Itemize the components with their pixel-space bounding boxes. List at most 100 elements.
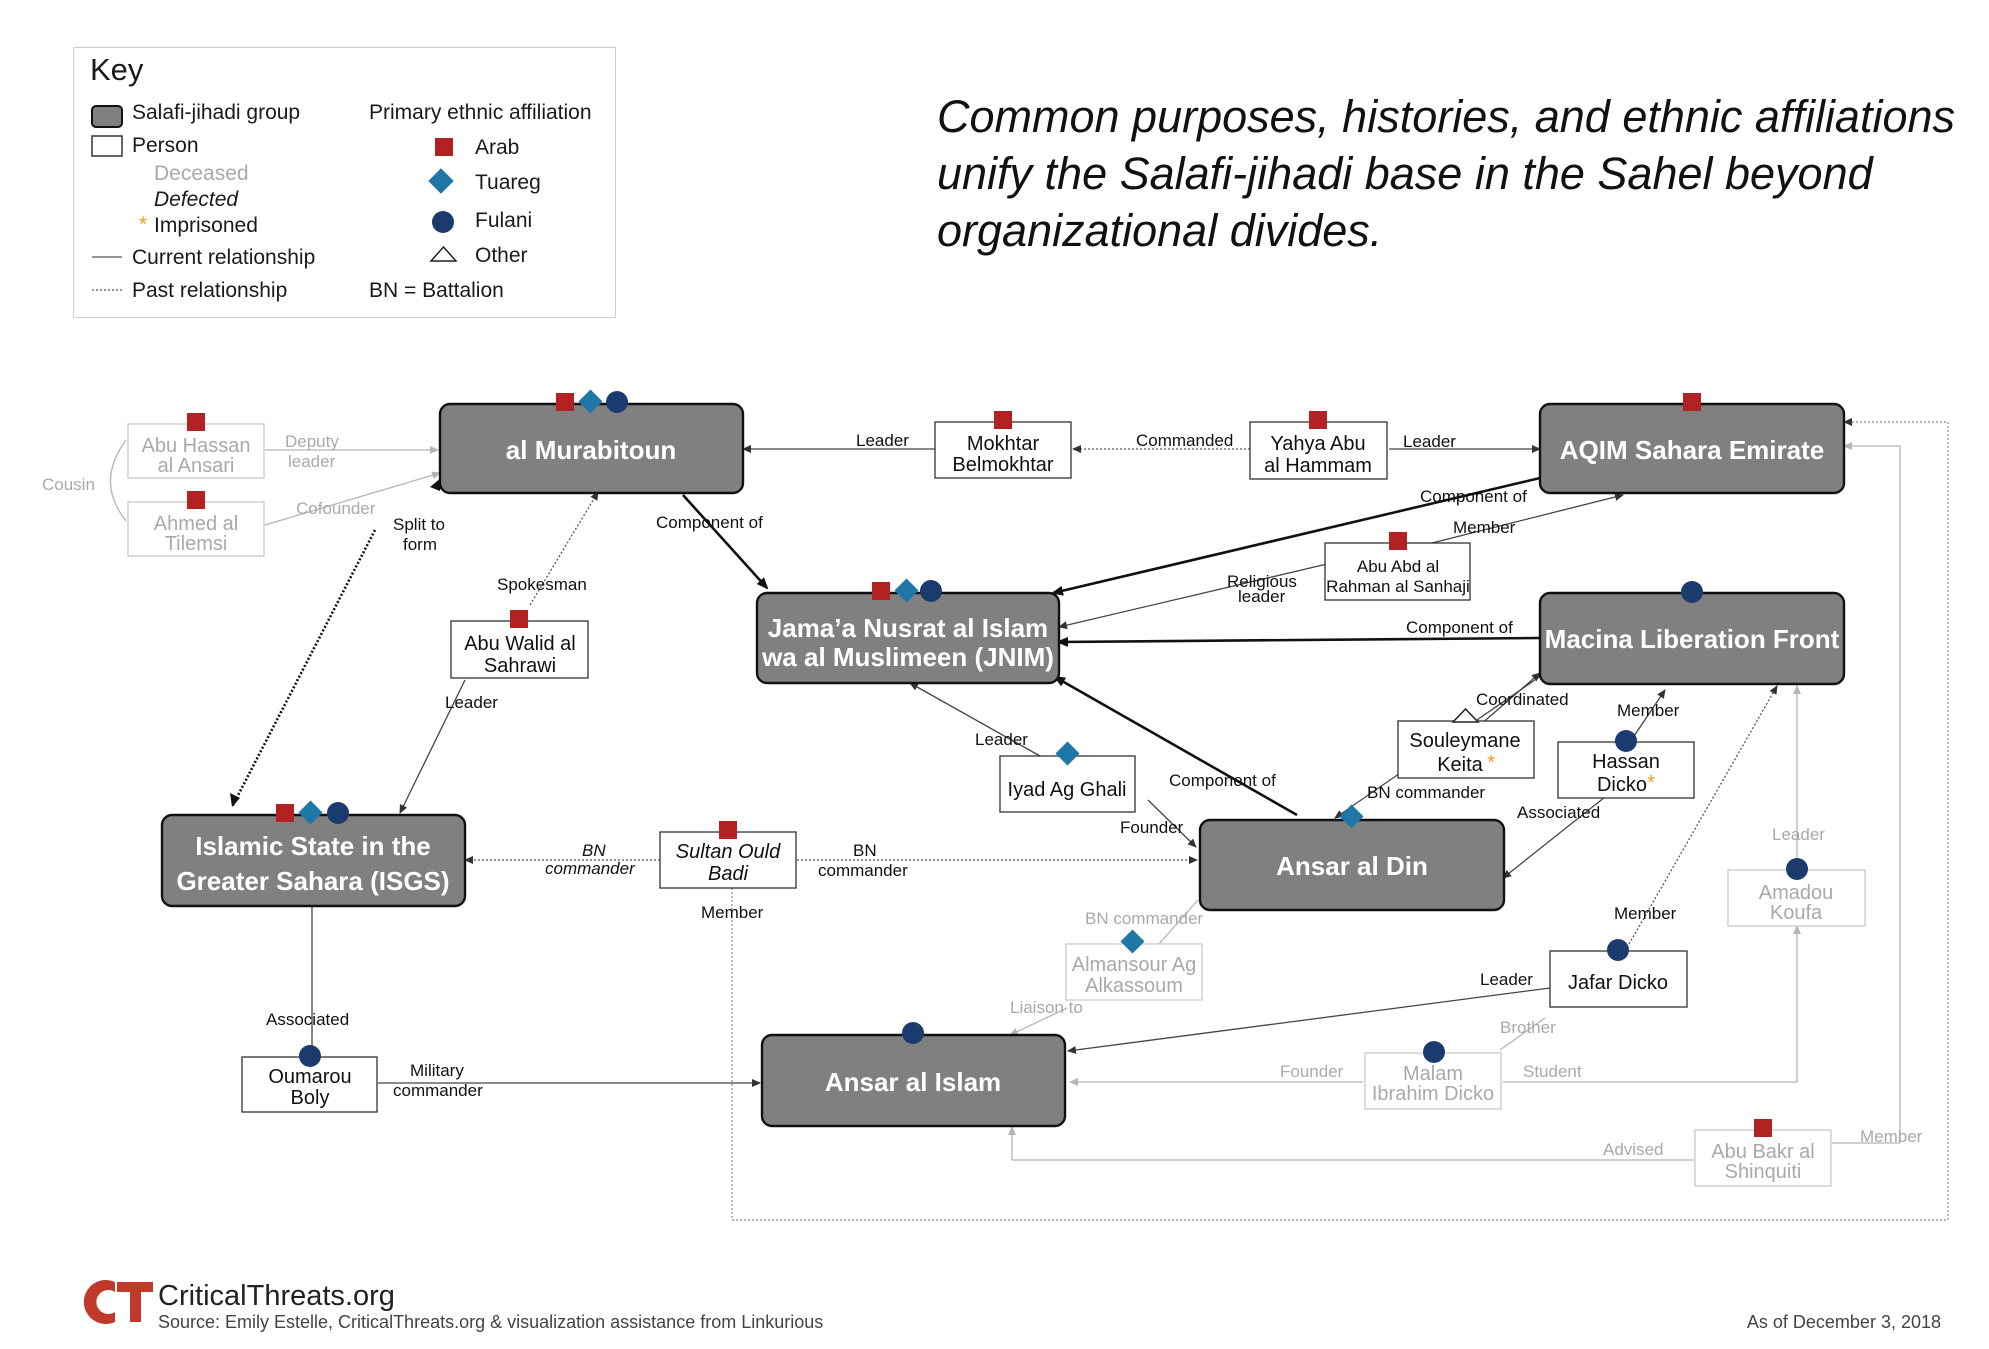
- legend-defected-label: Defected: [154, 188, 239, 211]
- legend-ethnic-heading: Primary ethnic affiliation: [369, 101, 592, 124]
- fulani-marker-oumarou: [299, 1045, 321, 1067]
- edge-walid-spokesman: [529, 491, 599, 606]
- node-isgs[interactable]: Islamic State in the Greater Sahara (ISG…: [160, 813, 467, 908]
- legend-tuareg-diamond: [428, 168, 454, 194]
- node-ansar-al-din-label: Ansar al Din: [1276, 851, 1428, 881]
- legend-imprisoned-label: Imprisoned: [154, 214, 258, 237]
- label-component-aqim: Component of: [1420, 487, 1527, 506]
- svg-text:Koufa: Koufa: [1770, 902, 1823, 924]
- svg-text:Tilemsi: Tilemsi: [165, 533, 228, 555]
- svg-text:Ibrahim Dicko: Ibrahim Dicko: [1372, 1083, 1494, 1105]
- label-bn-commander-keita: BN commander: [1367, 783, 1485, 802]
- node-ansar-al-islam[interactable]: Ansar al Islam: [760, 1033, 1067, 1128]
- node-al-murabitoun[interactable]: al Murabitoun: [438, 402, 745, 495]
- node-macina-label: Macina Liberation Front: [1545, 624, 1840, 654]
- svg-text:Sahrawi: Sahrawi: [484, 655, 556, 677]
- node-ansar-al-din[interactable]: Ansar al Din: [1198, 818, 1506, 912]
- person-abu-walid-al-sahrawi[interactable]: Abu Walid al Sahrawi: [450, 620, 589, 679]
- label-component-ansardin: Component of: [1169, 771, 1276, 790]
- edge-abubakr-member: [1832, 442, 1901, 1144]
- label-member-abd: Member: [1453, 518, 1516, 537]
- label-associated-oumarou: Associated: [266, 1010, 349, 1029]
- legend-person-label: Person: [132, 134, 199, 157]
- edge-iyad-founder: [1147, 799, 1197, 848]
- edge-split-to-form: [230, 529, 377, 808]
- legend-box: Key Salafi-jihadi group Person Deceased …: [73, 47, 616, 318]
- fulani-marker-macina: [1681, 581, 1703, 603]
- label-split-to: Split to: [393, 515, 445, 534]
- label-founder-malam: Founder: [1280, 1062, 1344, 1081]
- other-marker-keita: [1451, 707, 1480, 723]
- label-religious: Religious: [1227, 572, 1297, 591]
- edge-ansardin-component: [1053, 675, 1298, 817]
- person-abu-abd-al-rahman[interactable]: Abu Abd al Rahman al Sanhaji: [1324, 542, 1471, 601]
- person-almansour-ag-alkassoum[interactable]: Almansour Ag Alkassoum: [1065, 943, 1203, 1001]
- fulani-marker-jnim: [920, 580, 942, 602]
- label-bn-ansardin: BN: [853, 841, 877, 860]
- legend-person-swatch: [91, 135, 123, 157]
- person-ahmed-al-tilemsi[interactable]: Ahmed al Tilemsi: [127, 501, 265, 557]
- label-cofounder: Cofounder: [296, 499, 376, 518]
- fulani-marker-ansarislam: [902, 1022, 924, 1044]
- edge-murabitoun-component: [682, 494, 769, 590]
- node-ansar-al-islam-label: Ansar al Islam: [825, 1067, 1001, 1097]
- label-component-murabitoun: Component of: [656, 513, 763, 532]
- arab-marker-abu-walid: [510, 610, 528, 628]
- tuareg-marker-ansardin: [1339, 804, 1364, 829]
- person-souleymane-keita[interactable]: Souleymane Keita *: [1397, 720, 1535, 779]
- legend-fulani-circle: [432, 211, 454, 233]
- arab-marker-abu-abd: [1389, 532, 1407, 550]
- person-amadou-koufa[interactable]: Amadou Koufa: [1727, 869, 1866, 927]
- label-commander-isgs: commander: [545, 859, 636, 878]
- tuareg-marker-almansour: [1120, 929, 1145, 954]
- node-macina-liberation-front[interactable]: Macina Liberation Front: [1538, 591, 1846, 686]
- edge-cousin: [109, 439, 127, 522]
- fulani-marker-jafar: [1607, 939, 1629, 961]
- legend-deceased-label: Deceased: [154, 162, 249, 185]
- svg-text:Abu Walid al: Abu Walid al: [464, 633, 576, 655]
- fulani-marker-isgs: [327, 802, 349, 824]
- person-nodes: Abu Hassan al Ansari Ahmed al Tilemsi Mo…: [127, 421, 1866, 1187]
- svg-text:Souleymane: Souleymane: [1409, 730, 1520, 752]
- person-yahya-abu-al-hammam[interactable]: Yahya Abu al Hammam: [1249, 421, 1388, 480]
- svg-text:Abu Abd al: Abu Abd al: [1357, 557, 1439, 576]
- person-mokhtar-belmokhtar[interactable]: Mokhtar Belmokhtar: [934, 421, 1072, 479]
- arab-marker-yahya: [1309, 411, 1327, 429]
- arab-marker-mokhtar: [994, 411, 1012, 429]
- label-military: Military: [410, 1061, 464, 1080]
- label-military-commander: commander: [393, 1081, 483, 1100]
- node-aqim-sahara-emirate[interactable]: AQIM Sahara Emirate: [1538, 402, 1846, 495]
- person-abu-hassan-al-ansari[interactable]: Abu Hassan al Ansari: [127, 423, 265, 479]
- label-coordinated: Coordinated: [1476, 690, 1569, 709]
- person-sultan-ould-badi[interactable]: Sultan Ould Badi: [659, 831, 797, 889]
- label-liaison: Liaison to: [1010, 998, 1083, 1017]
- svg-text:Shinquiti: Shinquiti: [1725, 1161, 1802, 1183]
- node-jnim-label-1: Jama’a Nusrat al Islam: [768, 613, 1048, 643]
- edge-student: [1503, 925, 1801, 1083]
- edge-abd-member: [1419, 493, 1624, 547]
- ethnicity-markers: [187, 389, 1808, 1137]
- label-split-form: form: [403, 535, 437, 554]
- legend-arab-square: [435, 138, 453, 156]
- edge-split-arrow-a: [230, 793, 240, 807]
- svg-text:Iyad Ag Ghali: Iyad Ag Ghali: [1008, 779, 1127, 801]
- person-abu-bakr-al-shinquiti[interactable]: Abu Bakr al Shinquiti: [1694, 1129, 1832, 1187]
- svg-text:Oumarou: Oumarou: [268, 1066, 351, 1088]
- edge-jafar-leader: [1067, 987, 1551, 1054]
- node-jnim[interactable]: Jama’a Nusrat al Islam wa al Muslimeen (…: [755, 591, 1061, 685]
- fulani-marker-hassan: [1615, 730, 1637, 752]
- edge-walid-leader: [399, 679, 466, 814]
- edges: [109, 418, 1949, 1221]
- legend-imprisoned-mark: *: [139, 213, 148, 236]
- label-leader-mokhtar: Leader: [856, 431, 909, 450]
- label-member-jafar: Member: [1614, 904, 1677, 923]
- legend-fulani-label: Fulani: [475, 209, 533, 232]
- arab-marker-abu-bakr: [1754, 1119, 1772, 1137]
- svg-text:Dicko: Dicko: [1597, 774, 1647, 796]
- label-deputy: Deputy: [285, 432, 339, 451]
- label-commanded: Commanded: [1136, 431, 1233, 450]
- legend-arab-label: Arab: [475, 136, 520, 159]
- fulani-marker-murabitoun: [606, 391, 628, 413]
- legend-tuareg-label: Tuareg: [475, 171, 541, 194]
- edge-sultan-member: [731, 418, 1949, 1221]
